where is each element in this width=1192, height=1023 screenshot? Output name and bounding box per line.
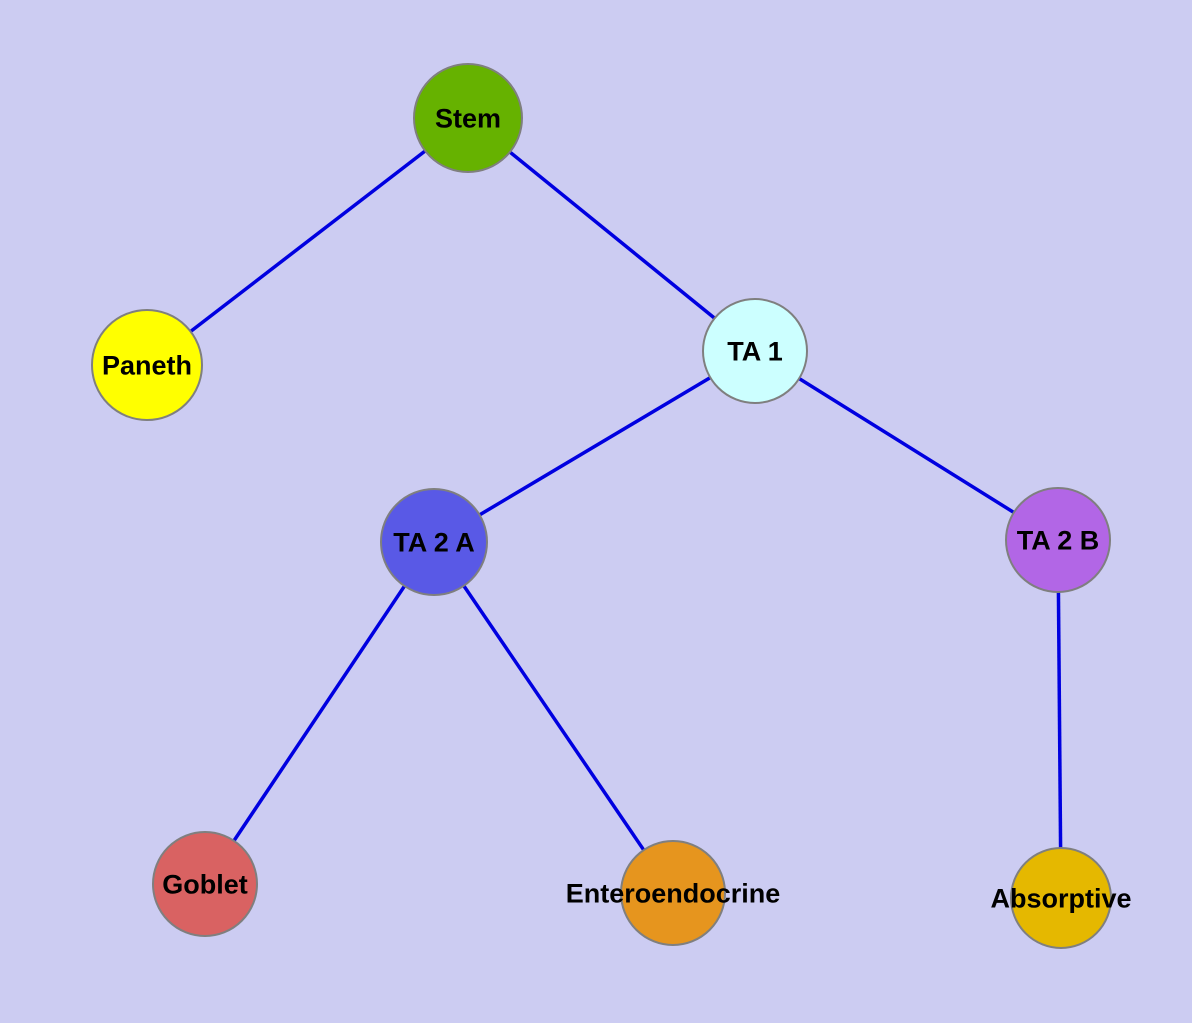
- edges-layer: [145, 116, 1063, 899]
- node-circle-absorptive: [1010, 847, 1112, 949]
- node-circle-enteroendocrine: [620, 840, 726, 946]
- node-label-absorptive: Absorptive: [990, 883, 1131, 913]
- node-ta-1: TA 1: [702, 298, 808, 404]
- node-ta-2-a: TA 2 A: [380, 488, 488, 596]
- node-label-enteroendocrine: Enteroendocrine: [566, 878, 781, 908]
- node-ta-2-b: TA 2 B: [1005, 487, 1111, 593]
- node-label-stem: Stem: [435, 103, 501, 133]
- node-goblet: Goblet: [152, 831, 258, 937]
- edge-ta-2-b-to-absorptive: [1056, 539, 1063, 899]
- node-circle-stem: [413, 63, 523, 173]
- node-label-goblet: Goblet: [162, 869, 248, 899]
- node-enteroendocrine: Enteroendocrine: [566, 840, 781, 946]
- edge-ta-2-a-to-goblet: [203, 541, 436, 885]
- edge-stem-to-ta-1: [466, 116, 757, 353]
- node-label-ta-2-b: TA 2 B: [1017, 525, 1100, 555]
- node-circle-paneth: [91, 309, 203, 421]
- edge-stem-to-paneth: [145, 116, 470, 367]
- edge-ta-1-to-ta-2-b: [754, 349, 1059, 542]
- node-label-ta-2-a: TA 2 A: [393, 527, 475, 557]
- edge-ta-1-to-ta-2-a: [433, 349, 756, 544]
- edge-ta-2-a-to-enteroendocrine: [432, 541, 675, 894]
- node-circle-ta-2-a: [380, 488, 488, 596]
- node-label-paneth: Paneth: [102, 350, 192, 380]
- node-circle-ta-1: [702, 298, 808, 404]
- node-label-ta-1: TA 1: [727, 336, 783, 366]
- node-stem: Stem: [413, 63, 523, 173]
- node-absorptive: Absorptive: [990, 847, 1132, 949]
- node-circle-goblet: [152, 831, 258, 937]
- node-circle-ta-2-b: [1005, 487, 1111, 593]
- node-paneth: Paneth: [91, 309, 203, 421]
